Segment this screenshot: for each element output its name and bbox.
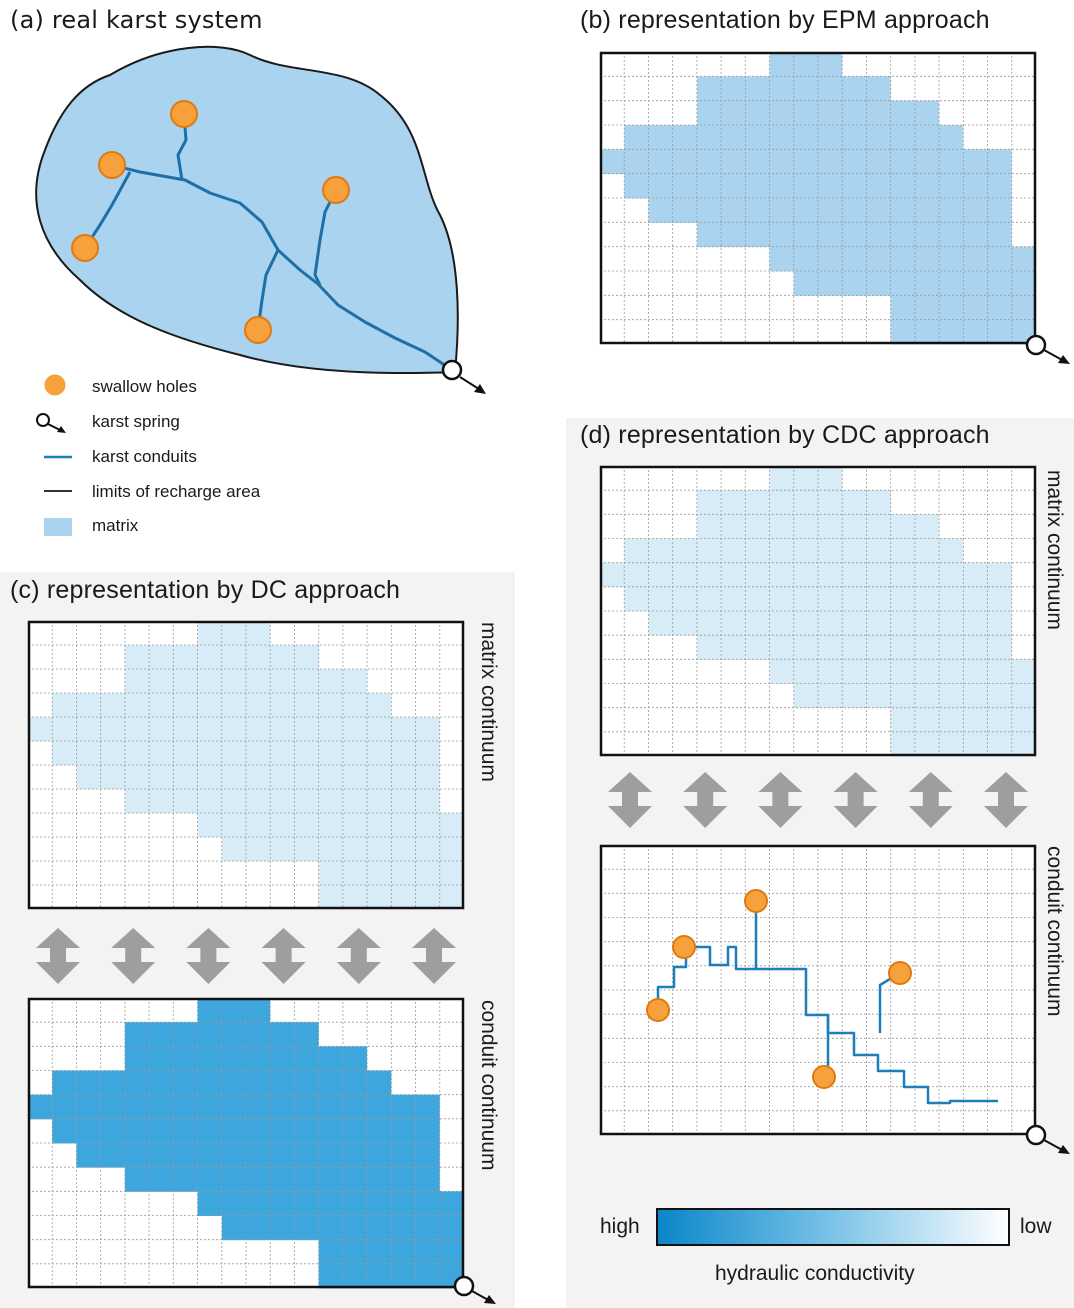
cdc-exchange-arrows (608, 772, 1028, 828)
double-arrow-icon (336, 928, 381, 984)
swallow-hole (244, 316, 272, 344)
double-arrow-icon (984, 772, 1028, 828)
grid-cell-filled (696, 635, 1012, 660)
dc-matrix-continuum-label: matrix continuum (477, 622, 500, 782)
karst-spring-icon (453, 1275, 496, 1304)
double-arrow-icon (833, 772, 878, 828)
legend-swallow-holes-label: swallow holes (92, 377, 197, 396)
grid-cell-filled (76, 765, 440, 790)
grid-cell-filled (769, 52, 843, 77)
conduit-branch-4 (256, 249, 280, 331)
swallow-hole (71, 234, 99, 262)
grid-cell-filled (76, 1143, 440, 1168)
swallow-hole (170, 100, 198, 128)
colorbar-low-label: low (1020, 1215, 1052, 1238)
conduit-branch-3 (313, 189, 338, 286)
karst-spring-icon (1025, 1124, 1070, 1154)
grid-cell-filled (793, 271, 1036, 296)
cdc-conduit-grid (599, 844, 1037, 1136)
panel-a-title: (a) real karst system (10, 6, 263, 34)
double-arrow-icon (111, 928, 156, 984)
cdc-conduit-continuum-label: conduit continuum (1043, 846, 1066, 1017)
cdc-matrix-continuum-label: matrix continuum (1043, 470, 1066, 630)
legend-karst-spring-label: karst spring (92, 412, 180, 431)
main-conduit (111, 163, 453, 372)
grid-cell-filled (769, 246, 1036, 272)
grid-cell-filled (648, 611, 1012, 636)
legend-matrix-swatch (44, 518, 72, 536)
swallow-hole (322, 176, 350, 204)
grid-cell-filled (600, 562, 1012, 588)
karst-system-map (35, 45, 486, 536)
legend-karst-conduits-label: karst conduits (92, 447, 197, 466)
grid-cell-filled (769, 659, 1036, 684)
grid-cell-filled (28, 1094, 440, 1120)
panel-d-title: (d) representation by CDC approach (580, 421, 990, 449)
swallow-hole (646, 998, 670, 1022)
legend-swallow-hole-icon (44, 374, 66, 396)
double-arrow-icon (683, 772, 728, 828)
grid-cell-filled (197, 1191, 465, 1216)
karst-spring-icon (441, 359, 486, 394)
grid-cell-filled (124, 1167, 440, 1192)
swallow-hole (98, 151, 126, 179)
double-arrow-icon (186, 928, 231, 984)
dc-exchange-arrows (36, 928, 456, 984)
double-arrow-icon (758, 772, 803, 828)
dc-conduit-grid (27, 997, 465, 1289)
hydraulic-conductivity-colorbar (656, 1208, 1010, 1246)
swallow-hole (888, 961, 912, 985)
panel-c-title: (c) representation by DC approach (10, 576, 401, 604)
dc-matrix-grid (27, 620, 465, 910)
dc-conduit-continuum-label: conduit continuum (477, 1000, 500, 1171)
cdc-matrix-grid (599, 465, 1037, 757)
colorbar-title: hydraulic conductivity (715, 1262, 915, 1285)
grid-cell-filled (648, 198, 1012, 223)
grid-cell-filled (696, 222, 1012, 248)
double-arrow-icon (908, 772, 953, 828)
karst-spring-icon (1025, 334, 1070, 364)
double-arrow-icon (412, 928, 456, 984)
legend-karst-spring-icon (36, 413, 66, 433)
double-arrow-icon (36, 928, 80, 984)
grid-cell-filled (197, 621, 271, 646)
grid-cell-filled (197, 998, 271, 1023)
swallow-hole (672, 935, 696, 959)
double-arrow-icon (608, 772, 652, 828)
swallow-hole (812, 1065, 836, 1089)
grid-cell-filled (124, 789, 440, 814)
colorbar-high-label: high (600, 1215, 640, 1238)
legend-matrix-label: matrix (92, 516, 139, 535)
panel-b-title: (b) representation by EPM approach (580, 6, 990, 34)
grid-cell-filled (197, 813, 465, 838)
grid-cell-filled (769, 466, 843, 491)
grid-cell-filled (600, 149, 1012, 175)
grid-cell-filled (28, 717, 440, 742)
epm-grid (599, 51, 1037, 345)
double-arrow-icon (261, 928, 306, 984)
legend-limits-label: limits of recharge area (92, 482, 261, 501)
swallow-hole (744, 889, 768, 913)
